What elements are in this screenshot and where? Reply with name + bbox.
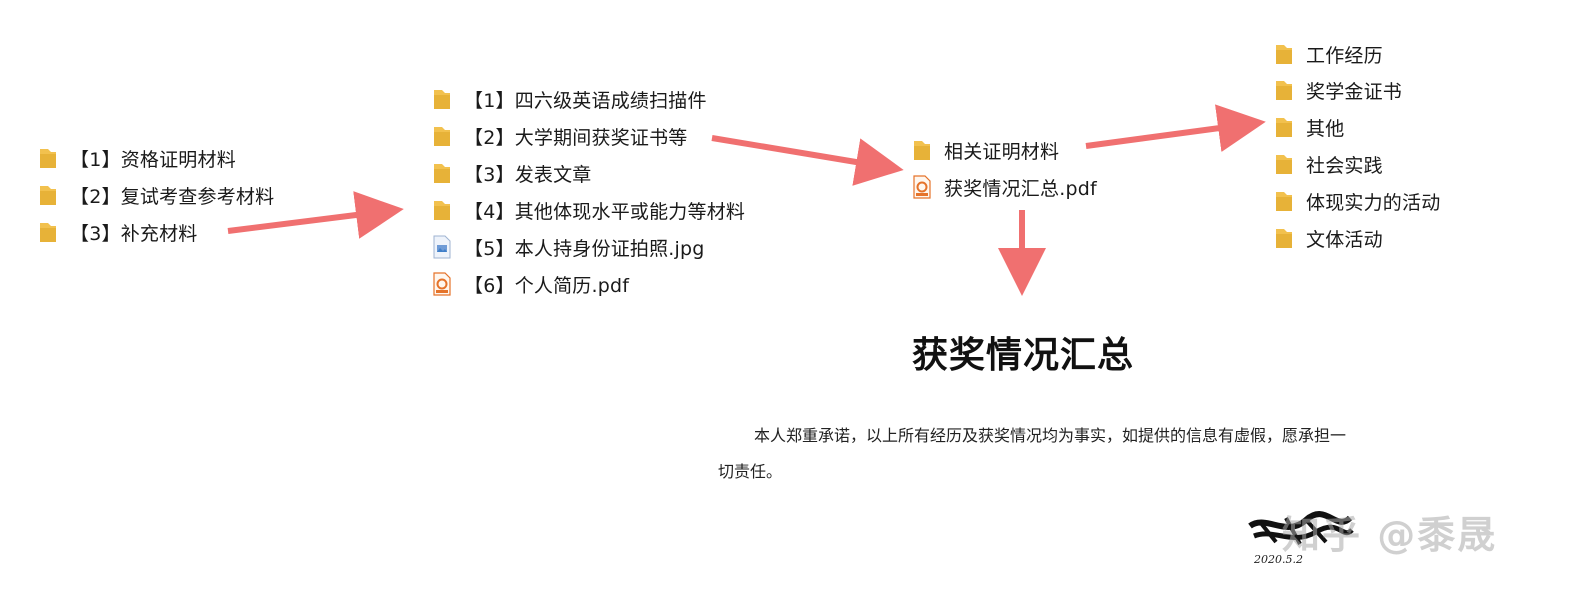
folder-label: 工作经历: [1306, 44, 1383, 67]
folder-label: 文体活动: [1306, 228, 1383, 251]
file-item-id-photo[interactable]: 【5】本人持身份证拍照.jpg: [432, 232, 705, 262]
pdf-file-icon: [432, 271, 452, 297]
folder-label: 【1】资格证明材料: [70, 148, 236, 171]
pdf-file-icon: [912, 174, 932, 200]
folder-label: 社会实践: [1306, 154, 1383, 177]
folder-label: 【2】复试考查参考材料: [70, 185, 275, 208]
arrow-supplement-to-contents: [227, 191, 404, 239]
file-item-resume[interactable]: 【6】个人简历.pdf: [432, 269, 629, 299]
folder-label: 【4】其他体现水平或能力等材料: [464, 200, 746, 223]
folder-item-activities[interactable]: 体现实力的活动: [1274, 186, 1440, 216]
folder-item-work-experience[interactable]: 工作经历: [1274, 39, 1383, 69]
folder-label: 【3】补充材料: [70, 222, 198, 245]
folder-item-supplement[interactable]: 【3】补充材料: [38, 217, 198, 247]
folder-label: 奖学金证书: [1306, 80, 1403, 103]
folder-item-scholarship[interactable]: 奖学金证书: [1274, 75, 1402, 105]
folder-icon: [1274, 77, 1294, 103]
folder-item-cet-scores[interactable]: 【1】四六级英语成绩扫描件: [432, 84, 707, 114]
folder-icon: [1274, 225, 1294, 251]
folder-item-related-proofs[interactable]: 相关证明材料: [912, 135, 1059, 165]
folder-item-sports-arts[interactable]: 文体活动: [1274, 223, 1383, 253]
folder-label: 相关证明材料: [944, 140, 1060, 163]
arrow-awards-to-folder: [711, 135, 904, 186]
watermark: 知乎 @黍晟: [1282, 513, 1498, 557]
folder-icon: [1274, 114, 1294, 140]
folder-icon: [38, 182, 58, 208]
folder-icon: [912, 137, 932, 163]
folder-icon: [1274, 188, 1294, 214]
folder-label: 体现实力的活动: [1306, 191, 1441, 214]
folder-label: 【3】发表文章: [464, 163, 592, 186]
folder-item-social-practice[interactable]: 社会实践: [1274, 149, 1383, 179]
folder-icon: [1274, 41, 1294, 67]
folder-icon: [432, 123, 452, 149]
image-file-icon: [432, 234, 452, 260]
folder-item-publications[interactable]: 【3】发表文章: [432, 158, 592, 188]
pledge-statement: 本人郑重承诺，以上所有经历及获奖情况均为事实，如提供的信息有虚假，愿承担一切责任…: [718, 426, 1347, 481]
folder-icon: [432, 197, 452, 223]
folder-label: 【2】大学期间获奖证书等: [464, 126, 688, 149]
folder-item-other-abilities[interactable]: 【4】其他体现水平或能力等材料: [432, 195, 745, 225]
folder-label: 其他: [1306, 117, 1345, 140]
folder-label: 【1】四六级英语成绩扫描件: [464, 89, 707, 112]
folder-item-qualification[interactable]: 【1】资格证明材料: [38, 143, 236, 173]
folder-icon: [38, 145, 58, 171]
folder-icon: [432, 86, 452, 112]
folder-item-other[interactable]: 其他: [1274, 112, 1344, 142]
file-item-award-summary-pdf[interactable]: 获奖情况汇总.pdf: [912, 172, 1097, 202]
signature-date: 2020.5.2: [1254, 553, 1303, 566]
folder-icon: [1274, 151, 1294, 177]
handwritten-signature: [1248, 511, 1354, 545]
folder-icon: [432, 160, 452, 186]
file-label: 获奖情况汇总.pdf: [944, 177, 1097, 200]
folder-item-reexam[interactable]: 【2】复试考查参考材料: [38, 180, 274, 210]
file-label: 【5】本人持身份证拍照.jpg: [464, 237, 705, 260]
folder-item-award-certificates[interactable]: 【2】大学期间获奖证书等: [432, 121, 688, 151]
arrow-folder-to-categories: [1085, 104, 1266, 152]
folder-icon: [38, 219, 58, 245]
file-label: 【6】个人简历.pdf: [464, 274, 630, 297]
summary-document-title: 获奖情况汇总: [912, 335, 1135, 376]
